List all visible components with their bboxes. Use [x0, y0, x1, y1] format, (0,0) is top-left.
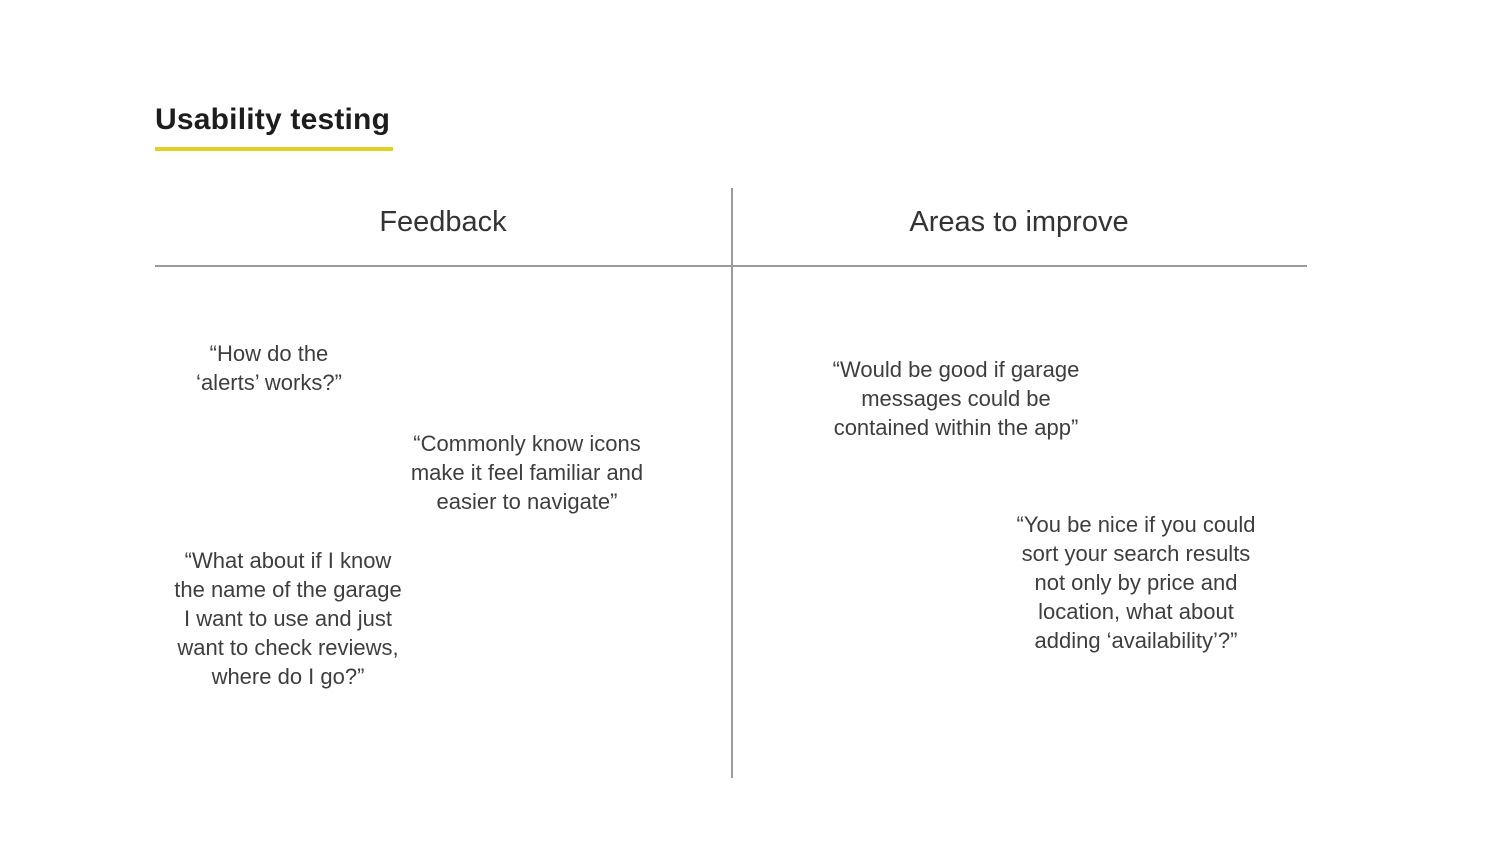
title-underline-accent: [155, 147, 393, 151]
improvement-quote-messages: “Would be good if garage messages could …: [832, 357, 1080, 440]
improvement-quote-sort-availability: “You be nice if you could sort your sear…: [1016, 512, 1256, 653]
feedback-quote-alerts: “How do the ‘alerts’ works?”: [196, 341, 342, 395]
column-header-feedback: Feedback: [379, 206, 507, 238]
page-title: Usability testing: [155, 103, 391, 136]
feedback-quote-garage-name: “What about if I know the name of the ga…: [174, 548, 402, 689]
feedback-quote-icons: “Commonly know icons make it feel famili…: [410, 431, 644, 514]
column-divider-line: [731, 188, 733, 778]
column-header-areas-to-improve: Areas to improve: [909, 206, 1129, 238]
